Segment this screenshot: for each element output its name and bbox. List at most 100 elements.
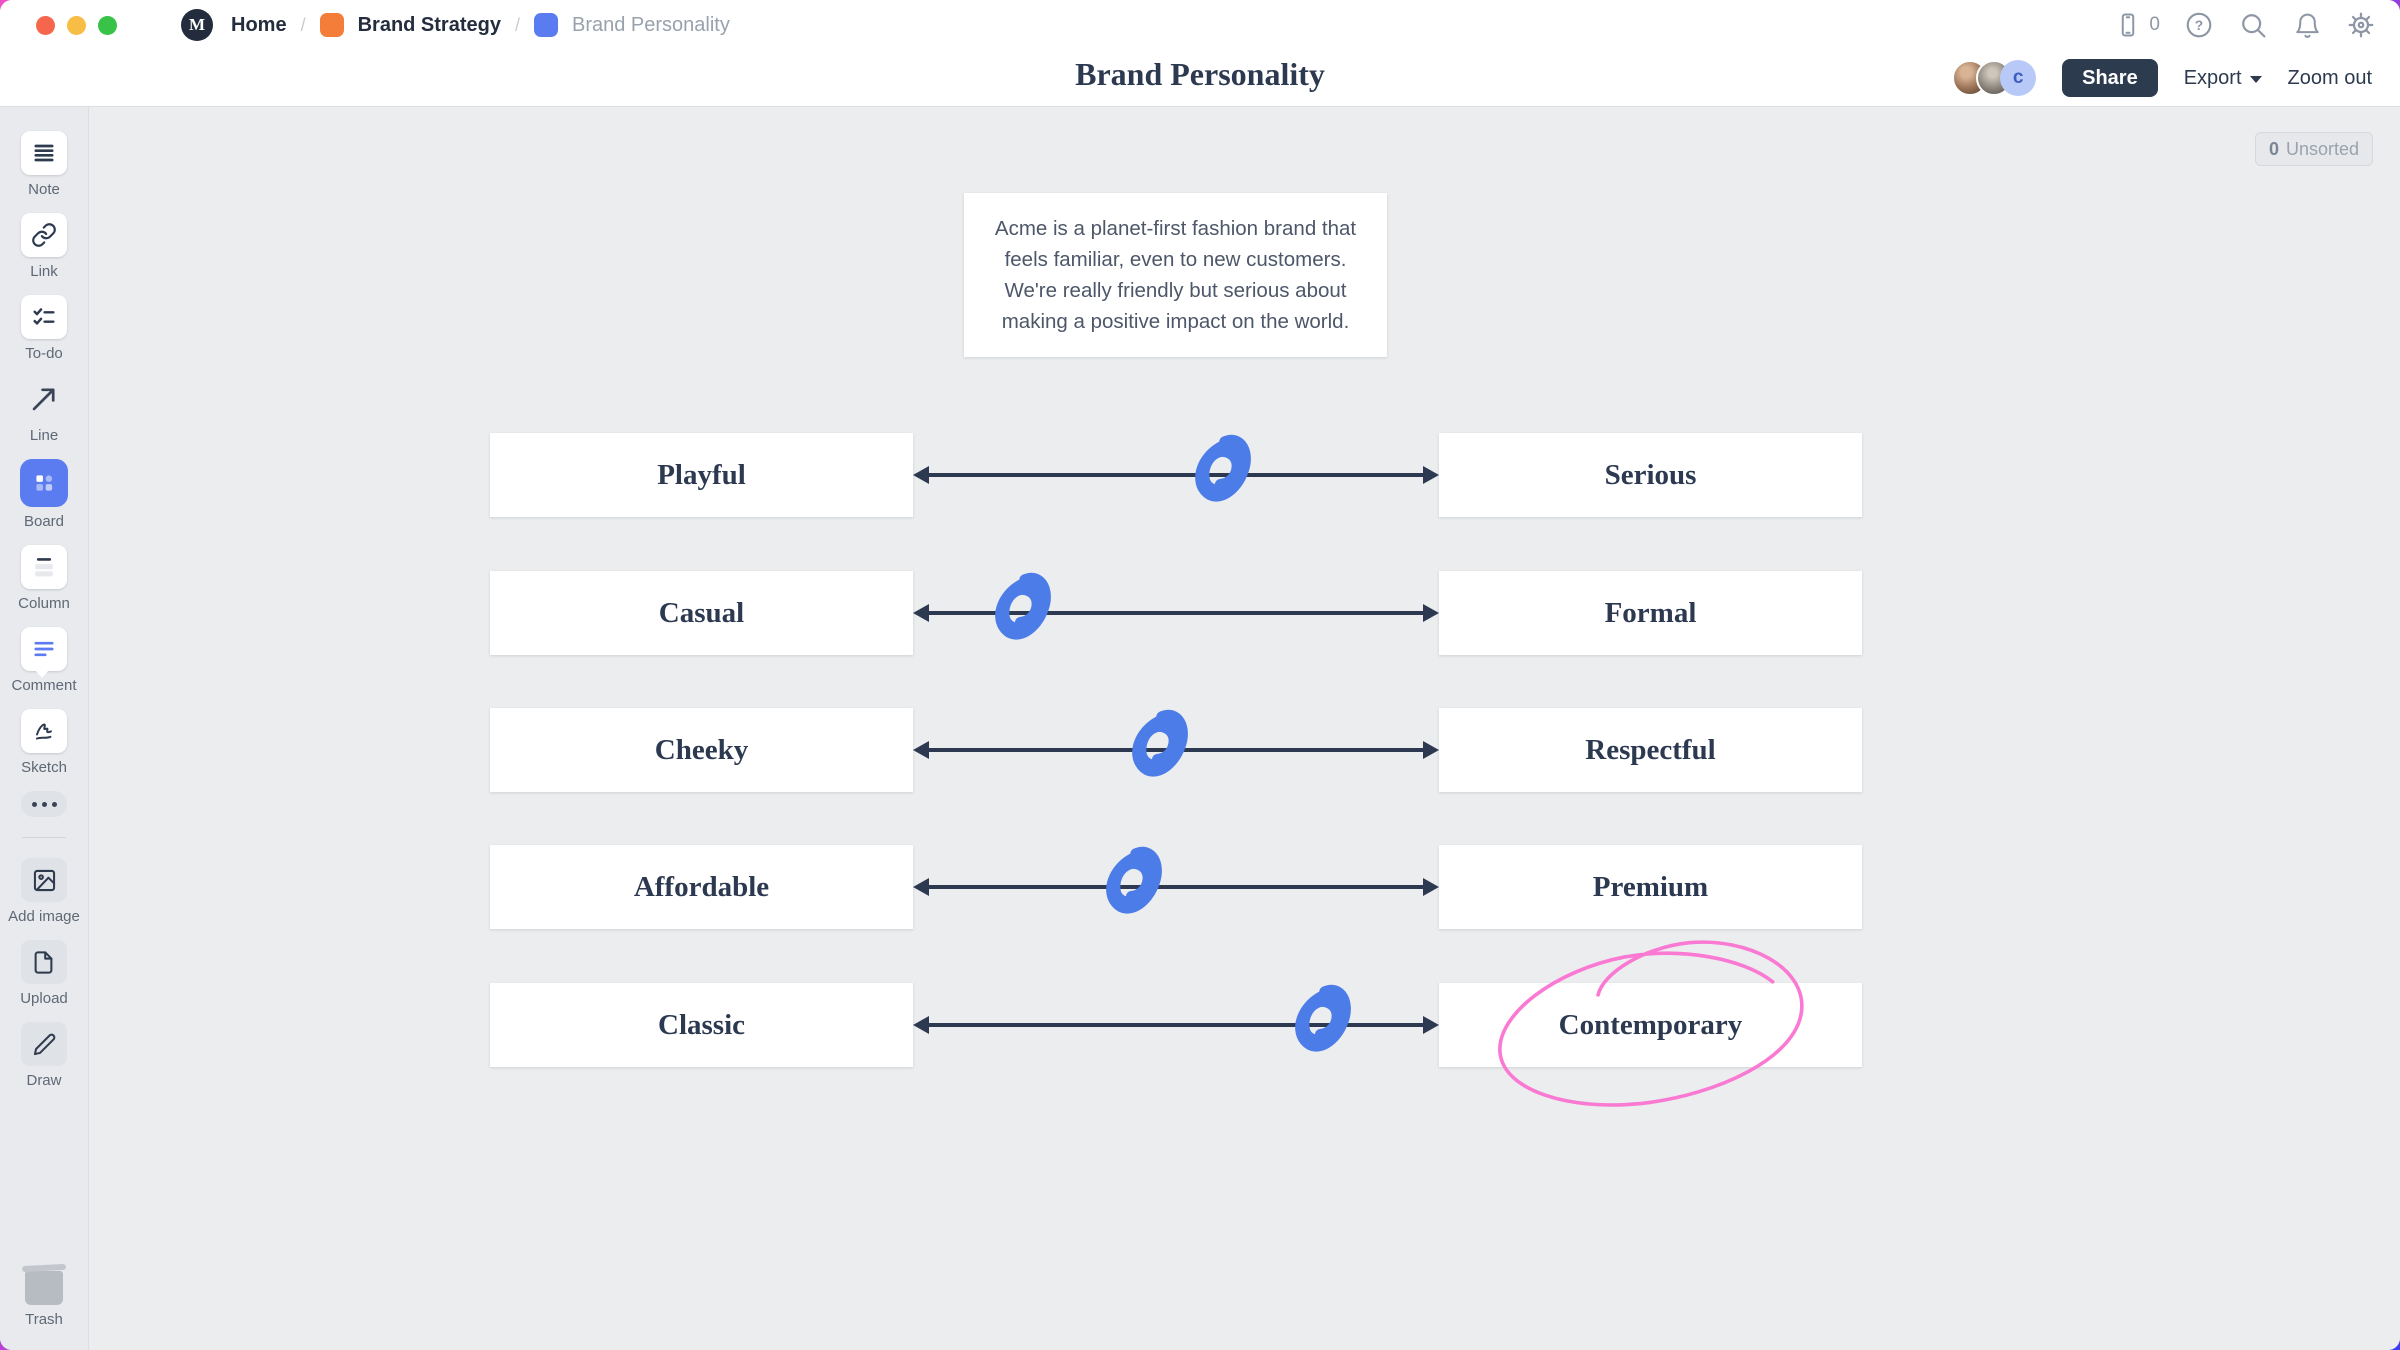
breadcrumb: Home / Brand Strategy / Brand Personalit…	[231, 13, 730, 37]
sidebar-item-upload[interactable]: Upload	[20, 940, 68, 1007]
fullscreen-button[interactable]	[98, 15, 117, 35]
sidebar-item-sketch[interactable]: Sketch	[21, 709, 67, 776]
sidebar-item-label: Column	[18, 595, 70, 612]
pole-card-left[interactable]: Affordable	[490, 845, 913, 929]
arrowhead-left-icon	[913, 1016, 929, 1034]
link-icon	[21, 213, 67, 257]
avatar[interactable]: c	[2000, 60, 2037, 96]
pole-card-left[interactable]: Classic	[490, 983, 913, 1067]
sidebar-item-label: Trash	[25, 1311, 63, 1328]
column-icon	[21, 545, 67, 589]
export-label: Export	[2183, 66, 2242, 89]
milanote-logo-icon[interactable]: M	[181, 9, 213, 41]
pole-card-right[interactable]: Formal	[1439, 571, 1862, 655]
sidebar-item-line[interactable]: Line	[21, 377, 67, 444]
breadcrumb-parent[interactable]: Brand Strategy	[357, 13, 501, 36]
help-icon[interactable]: ?	[2184, 10, 2214, 40]
arrowhead-left-icon	[913, 604, 929, 622]
sidebar-item-note[interactable]: Note	[21, 131, 67, 198]
pole-card-right[interactable]: Respectful	[1439, 708, 1862, 792]
minimize-button[interactable]	[67, 15, 86, 35]
comment-bubble-tail	[35, 670, 49, 678]
arrowhead-right-icon	[1423, 878, 1439, 896]
scribble-marker[interactable]	[1288, 981, 1358, 1069]
sidebar-item-add-image[interactable]: Add image	[8, 858, 80, 925]
slider-line	[917, 885, 1435, 889]
sidebar-item-trash[interactable]: Trash	[21, 1263, 67, 1328]
collaborator-avatars: c	[1952, 60, 2037, 96]
board-chip-orange-icon[interactable]	[319, 13, 344, 37]
draw-pencil-icon	[21, 1022, 67, 1066]
pole-card-right[interactable]: Premium	[1439, 845, 1862, 929]
sidebar-item-comment[interactable]: Comment	[11, 627, 77, 694]
todo-checklist-icon	[21, 295, 67, 339]
sidebar-item-label: Comment	[11, 677, 77, 694]
export-button[interactable]: Export	[2184, 67, 2262, 90]
sketch-pen-icon	[21, 709, 67, 753]
add-image-icon	[21, 858, 67, 902]
slider-track[interactable]	[913, 433, 1439, 517]
breadcrumb-row: M Home / Brand Strategy / Brand Personal…	[0, 0, 2400, 50]
notifications-bell-icon[interactable]	[2292, 10, 2322, 40]
sidebar-item-board[interactable]: Board	[20, 459, 68, 530]
note-card[interactable]: Acme is a planet-first fashion brand tha…	[964, 193, 1387, 357]
share-button[interactable]: Share	[2062, 59, 2158, 97]
pole-card-right[interactable]: Serious	[1439, 433, 1862, 517]
breadcrumb-home[interactable]: Home	[231, 13, 287, 36]
sidebar-divider	[22, 837, 66, 838]
slider-row-cheeky-respectful: Cheeky Respectful	[490, 708, 1862, 792]
trash-icon	[21, 1263, 67, 1305]
sidebar-item-label: Board	[23, 513, 65, 530]
arrowhead-right-icon	[1423, 604, 1439, 622]
dot-icon	[41, 801, 47, 807]
sidebar-item-label: Draw	[26, 1072, 62, 1089]
sidebar-item-column[interactable]: Column	[18, 545, 70, 612]
settings-gear-icon[interactable]	[2346, 10, 2376, 40]
more-tools-button[interactable]	[21, 791, 67, 817]
zoom-out-button[interactable]: Zoom out	[2288, 67, 2372, 90]
tool-sidebar: Note Link To-do	[0, 107, 89, 1350]
arrowhead-left-icon	[913, 741, 929, 759]
sidebar-item-label: Sketch	[21, 759, 67, 776]
board-canvas[interactable]: 0 Unsorted Acme is a planet-first fashio…	[89, 107, 2400, 1350]
unsorted-label: Unsorted	[2285, 138, 2359, 159]
sidebar-item-link[interactable]: Link	[21, 213, 67, 280]
dot-icon	[51, 801, 57, 807]
slider-track[interactable]	[913, 708, 1439, 792]
pole-card-left[interactable]: Casual	[490, 571, 913, 655]
pink-circle-annotation[interactable]	[1484, 925, 1822, 1116]
slider-track[interactable]	[913, 571, 1439, 655]
sidebar-item-label: Add image	[8, 908, 80, 925]
arrowhead-right-icon	[1423, 1016, 1439, 1034]
pole-card-left[interactable]: Cheeky	[490, 708, 913, 792]
zoom-out-label: Zoom out	[2287, 66, 2372, 89]
breadcrumb-separator: /	[300, 14, 306, 35]
slider-track[interactable]	[913, 845, 1439, 929]
sidebar-item-label: Note	[28, 181, 60, 198]
scribble-marker[interactable]	[1125, 706, 1195, 794]
pole-card-right[interactable]: Contemporary	[1439, 983, 1862, 1067]
board-chip-blue-icon[interactable]	[533, 13, 558, 37]
top-bar: M Home / Brand Strategy / Brand Personal…	[0, 0, 2400, 107]
pole-card-left[interactable]: Playful	[490, 433, 913, 517]
board-icon	[20, 459, 68, 507]
window-controls	[36, 15, 117, 35]
close-button[interactable]	[36, 15, 55, 35]
sidebar-item-draw[interactable]: Draw	[21, 1022, 67, 1089]
page-title: Brand Personality	[1075, 56, 1325, 92]
sidebar-item-todo[interactable]: To-do	[21, 295, 67, 362]
devices-icon[interactable]	[2113, 10, 2143, 40]
scribble-marker[interactable]	[1188, 431, 1258, 519]
top-right-icons: 0 ?	[2113, 0, 2376, 50]
unsorted-badge[interactable]: 0 Unsorted	[2254, 132, 2373, 166]
sidebar-item-label: Link	[30, 263, 58, 280]
unsorted-count: 0	[2268, 138, 2279, 159]
sidebar-item-label: Line	[29, 427, 59, 444]
search-icon[interactable]	[2238, 10, 2268, 40]
slider-track[interactable]	[913, 983, 1439, 1067]
slider-line	[917, 611, 1435, 615]
scribble-marker[interactable]	[988, 569, 1058, 657]
scribble-marker[interactable]	[1099, 843, 1169, 931]
note-text: Acme is a planet-first fashion brand tha…	[994, 216, 1357, 334]
